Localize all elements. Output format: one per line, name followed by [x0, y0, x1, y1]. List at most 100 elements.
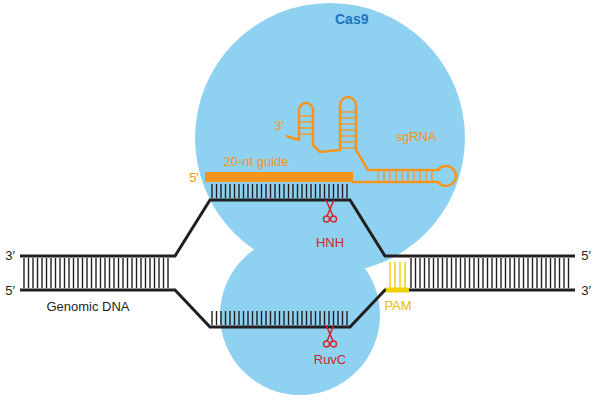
rna-rung	[341, 111, 355, 112]
guide-pair-tick	[225, 184, 226, 198]
guide-pair-tick	[279, 184, 280, 198]
strand-base-tick	[283, 311, 284, 325]
rna-rung	[341, 117, 355, 118]
rna-rung	[419, 171, 420, 181]
label-holder: 5′	[581, 246, 591, 264]
label-holder: 3′	[581, 281, 591, 299]
base-pair-tick	[64, 258, 65, 288]
guide-pair-tick	[288, 184, 289, 198]
strand-base-tick	[324, 311, 325, 325]
base-pair-tick	[118, 258, 119, 288]
strand-base-tick	[247, 311, 248, 325]
strand-base-tick	[310, 311, 311, 325]
scissor-handle	[324, 216, 330, 222]
label-holder: PAM	[384, 296, 411, 314]
guide-pair-tick	[324, 184, 325, 198]
rna-stem-rungs	[378, 171, 432, 181]
rna-rung	[341, 147, 355, 148]
guide-pair-tick	[211, 184, 212, 198]
base-pair-tick	[487, 258, 488, 288]
strand-base-tick	[337, 311, 338, 325]
base-pair-tick	[415, 258, 416, 288]
domain-label: RuvC	[314, 352, 347, 367]
rna-rung	[431, 171, 432, 181]
guide-pair-tick	[315, 184, 316, 198]
pam-label: PAM	[384, 298, 411, 313]
rna-stem-rungs	[300, 116, 312, 134]
strand-end-label: 5′	[581, 248, 591, 263]
scissor-blade	[327, 325, 334, 341]
base-pair-tick	[478, 258, 479, 288]
guide-pair-tick	[265, 184, 266, 198]
strand-base-tick	[342, 311, 343, 325]
strand-base-tick	[274, 311, 275, 325]
rna-rung	[395, 171, 396, 181]
label-holder: RuvC	[314, 350, 347, 368]
rna-rung	[401, 171, 402, 181]
base-pair-tick	[32, 258, 33, 288]
rna-rung	[300, 121, 312, 122]
base-pair-tick	[167, 258, 168, 288]
base-pair-tick	[527, 258, 528, 288]
scissor-blade	[326, 325, 333, 341]
protein-lobe	[195, 3, 465, 273]
base-pair-tick	[500, 258, 501, 288]
guide-pair-tick	[319, 184, 320, 198]
scissor-handle	[331, 216, 337, 222]
base-pair-tick	[59, 258, 60, 288]
base-pair-tick	[127, 258, 128, 288]
base-pair-tick	[509, 258, 510, 288]
base-pair-tick	[451, 258, 452, 288]
strand-base-tick	[261, 311, 262, 325]
guide-pair-tick	[238, 184, 239, 198]
label-holder: sgRNA	[395, 127, 436, 145]
base-pair-tick	[149, 258, 150, 288]
base-pair-tick	[37, 258, 38, 288]
base-pair-tick	[559, 258, 560, 288]
strand-base-tick	[229, 311, 230, 325]
unused	[343, 0, 353, 1]
base-pair-tick	[554, 258, 555, 288]
guide-pair-tick	[243, 184, 244, 198]
ruvc-scissors	[324, 325, 337, 347]
guide-pair-tick	[306, 184, 307, 198]
protein-lobe	[220, 235, 380, 395]
base-pair-tick	[68, 258, 69, 288]
strand-base-tick	[211, 311, 212, 325]
strand-base-tick	[292, 311, 293, 325]
base-pair-tick	[514, 258, 515, 288]
base-pair-tick	[154, 258, 155, 288]
guide-pair-tick	[333, 184, 334, 198]
guide-bar	[205, 172, 353, 182]
guide-pair-tick	[252, 184, 253, 198]
label-holder: 20-nt guide	[223, 152, 288, 170]
strand-base-tick	[265, 311, 266, 325]
pam-base-tick	[394, 262, 395, 288]
base-pair-tick	[113, 258, 114, 288]
base-pair-tick	[163, 258, 164, 288]
base-pair-tick	[523, 258, 524, 288]
base-pair-tick	[455, 258, 456, 288]
rna-rung	[341, 129, 355, 130]
base-pair-tick	[82, 258, 83, 288]
target-strand	[20, 200, 575, 256]
strand-base-tick	[288, 311, 289, 325]
rna-rung	[377, 171, 378, 181]
hnh-scissors	[324, 200, 337, 222]
strand-base-tick	[279, 311, 280, 325]
base-pair-tick	[536, 258, 537, 288]
strand-base-tick	[333, 311, 334, 325]
base-pair-tick	[532, 258, 533, 288]
rna-rung	[300, 133, 312, 134]
base-pair-tick	[437, 258, 438, 288]
guide-pair-tick	[229, 184, 230, 198]
pam-base-tick	[399, 262, 400, 288]
base-pair-tick	[446, 258, 447, 288]
strand-base-tick	[238, 311, 239, 325]
rna-stem-rungs	[341, 112, 355, 148]
base-pair-tick	[442, 258, 443, 288]
guide-pair-tick	[342, 184, 343, 198]
strand-base-tick	[243, 311, 244, 325]
base-pair-tick	[73, 258, 74, 288]
